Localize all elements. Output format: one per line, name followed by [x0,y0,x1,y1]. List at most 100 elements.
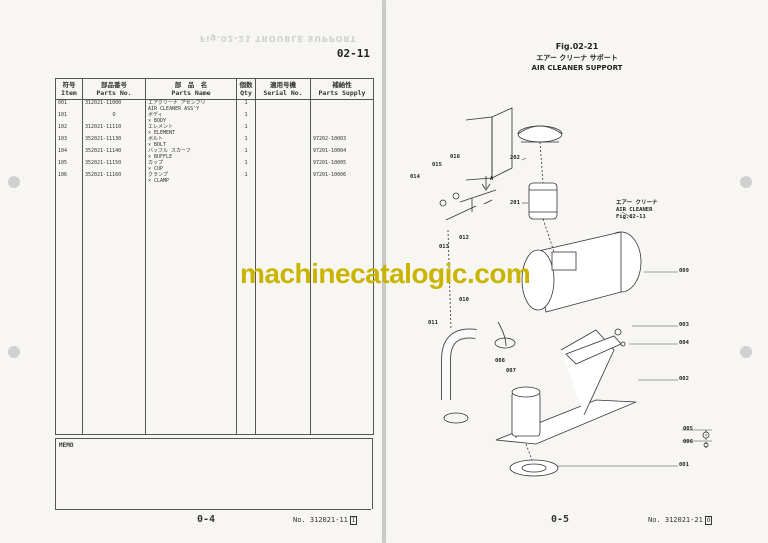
callout-ref: Fig.02-11 [616,214,646,220]
serial-cell [255,148,311,160]
supply-cell: 97201-10004 [310,148,374,160]
item-cell: 001 [55,99,83,112]
item-cell: 101 [55,112,83,124]
parts-no-cell: 312021-11110 [82,124,146,136]
watermark: machinecatalogic.com [240,258,531,289]
part-label: 001 [679,462,689,468]
parts-name-en: × BODY [148,118,167,124]
item-cell: 103 [55,136,83,148]
parts-name-cell: エレメント× ELEMENT [145,124,237,136]
part-label: 010 [459,297,469,303]
part-label: 009 [679,268,689,274]
item-cell: 105 [55,160,83,172]
parts-name-jp: ボルト [148,136,164,142]
parts-name-en: × BUFFLE [148,154,173,160]
qty-cell: 1 [236,136,256,148]
panel-box [491,107,513,179]
serial-cell [255,172,311,184]
binder-hole [740,346,752,358]
part-label: 015 [432,162,442,168]
callout-jp: エアー クリーナ [616,200,658,206]
section-number: 02-11 [336,47,370,60]
footer-rule [55,509,371,510]
part-label: 202 [510,155,520,161]
serial-cell [255,160,311,172]
parts-name-cell: クランプ× CLAMP [145,172,237,184]
parts-no-cell: 352021-11150 [82,160,146,172]
bolt-003 [614,328,622,336]
page-number-left: 0-4 [197,514,216,525]
supply-cell: 97201-10005 [310,160,374,172]
part-label: 004 [679,340,689,346]
memo-label: MEMO [59,442,74,449]
qty-cell: 1 [236,124,256,136]
parts-name-jp: エレメント [148,124,174,130]
bolt-014 [439,199,447,207]
parts-name-jp: ボディ [148,112,163,118]
arrow-label: A [490,176,494,182]
table-row: 101 O ボディ× BODY 1 [55,112,374,124]
part-label: 014 [410,174,420,180]
serial-cell [255,124,311,136]
parts-no-cell: 352021-11160 [82,172,146,184]
revision-box: O [704,516,713,525]
figure-number: Fig.02-21 [555,42,599,51]
table-filler-row [55,184,374,435]
part-label: 007 [506,368,516,374]
clamp-011 [443,412,469,424]
cover-202 [517,125,563,143]
qty-cell: 1 [236,172,256,184]
right-page: Fig.02-21 エアー クリーナ サポート AIR CLEANER SUPP… [386,0,768,543]
supply-cell [310,112,374,124]
part-label: 003 [679,322,689,328]
parts-no-cell: O [82,112,146,124]
item-cell: 102 [55,124,83,136]
page-number-right: 0-5 [551,514,570,525]
figure-title-jp: エアー クリーナ サポート [536,54,618,62]
part-label: 011 [428,320,438,326]
parts-no-cell: 352021-11130 [82,136,146,148]
parts-name-cell: バッフル スカーフ× BUFFLE [145,148,237,160]
parts-name-cell: ボディ× BODY [145,112,237,124]
serial-cell [255,112,311,124]
parts-name-jp: エアクリーナ アセンブリ [148,100,206,106]
part-label: 002 [679,376,689,382]
table-row: 104 352021-11140 バッフル スカーフ× BUFFLE 1 972… [55,148,374,160]
item-cell: 104 [55,148,83,160]
supply-cell: 97201-10006 [310,172,374,184]
clamp-008 [494,337,516,349]
parts-name-jp: カップ [148,160,164,166]
parts-name-jp: バッフル スカーフ [148,148,191,154]
table-row: 102 312021-11110 エレメント× ELEMENT 1 [55,124,374,136]
air-cleaner-callout: エアー クリーナ AIR CLEANER Fig.02-11 [616,200,657,221]
element-201 [528,182,558,220]
supply-cell: 97202-10003 [310,136,374,148]
part-label: 013 [439,244,449,250]
qty-cell: 1 [236,99,256,112]
qty-cell: 1 [236,112,256,124]
washer-001 [509,459,559,477]
parts-name-en: × ELEMENT [148,130,176,136]
parts-name-en: × BOLT [148,142,167,148]
part-label: 005 [683,426,693,432]
table-row: 105 352021-11150 カップ× CUP 1 97201-10005 [55,160,374,172]
bleed-through-text: Fig.02-21 TROUBLE SUPPORT [200,34,357,43]
parts-name-cell: ボルト× BOLT [145,136,237,148]
parts-no-cell: 352021-11140 [82,148,146,160]
exploded-parts-diagram [439,107,712,477]
supply-cell [310,124,374,136]
parts-name-en: AIR CLEANER ASS'Y [148,106,200,112]
parts-no-cell: 312021-11000 [82,99,146,112]
